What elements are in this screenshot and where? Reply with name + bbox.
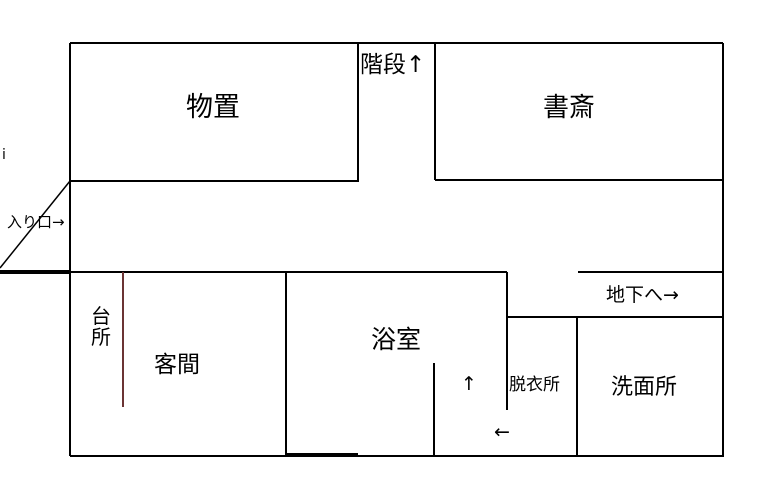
room-label-storage: 物置 [186,92,240,123]
room-label-dressing-room: 脱衣所 [509,375,560,395]
left-arrow-annotation: ← [494,421,510,443]
room-label-washroom: 洗面所 [611,375,678,400]
room-label-kitchen: 台所 [91,304,111,349]
to-basement-label: 地下へ→ [606,284,679,306]
stray-text-i: i [2,147,6,163]
room-label-guest-room: 客間 [154,352,200,378]
room-label-stairs-up: 階段↑ [360,52,426,78]
entrance-label: 入り口→ [7,213,65,231]
entrance-diagonal-line [0,180,71,269]
room-label-study: 書斎 [543,93,596,123]
up-arrow-annotation: ↑ [461,373,477,395]
wall-group [0,42,724,457]
room-label-bath: 浴室 [371,325,422,354]
